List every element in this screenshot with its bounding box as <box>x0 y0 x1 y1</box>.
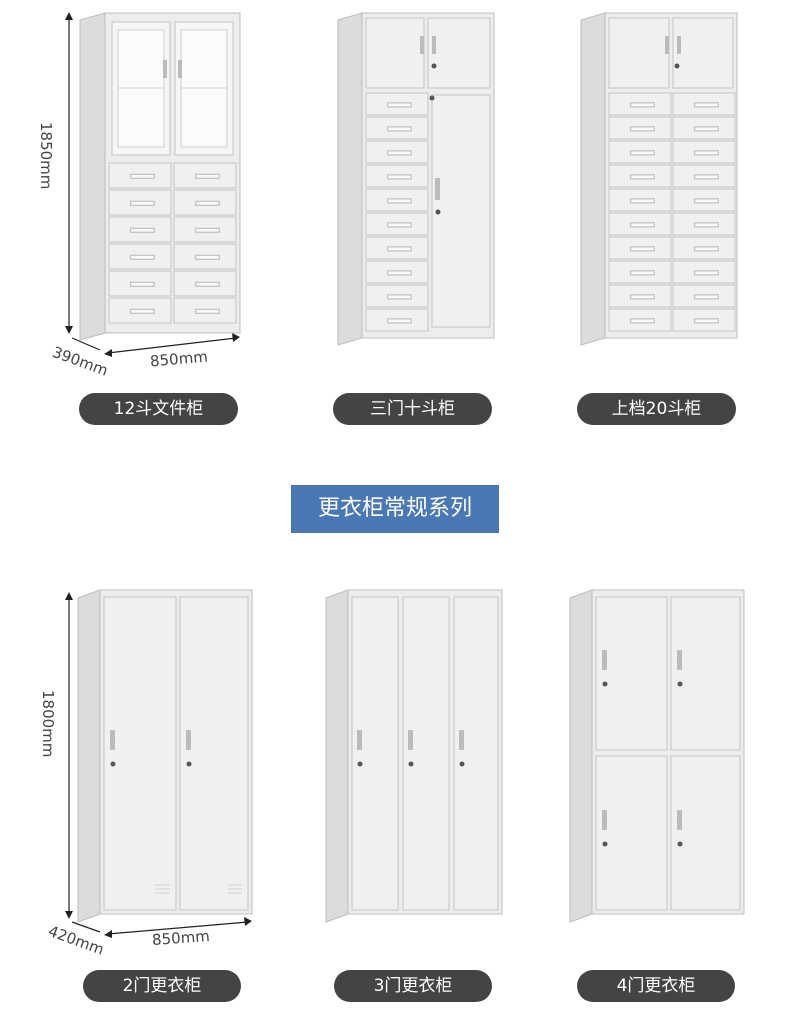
drawer-handle <box>195 281 220 287</box>
drawer-handle <box>630 150 655 156</box>
label-upper-20-drawer-cabinet: 上档20斗柜 <box>577 393 736 425</box>
drawer-handle <box>694 270 719 276</box>
drawer-handle <box>387 246 412 252</box>
drawer-handle <box>387 222 412 228</box>
drawer-handle <box>630 174 655 180</box>
drawer-handle <box>694 222 719 228</box>
drawer-handle <box>694 150 719 156</box>
drawer-handle <box>630 270 655 276</box>
drawer-handle <box>130 173 155 179</box>
drawer-handle <box>387 102 412 108</box>
drawer-handle <box>694 174 719 180</box>
drawer-handle <box>694 126 719 132</box>
drawer-front <box>173 270 237 297</box>
drawer-handle <box>694 246 719 252</box>
drawer-handle <box>130 254 155 260</box>
drawer-handle <box>630 318 655 324</box>
drawer-handle <box>387 294 412 300</box>
drawer-handle <box>694 294 719 300</box>
label-4-door-locker: 4门更衣柜 <box>577 970 735 1002</box>
drawer-handle <box>694 102 719 108</box>
drawer-handle <box>387 198 412 204</box>
drawer-handle <box>130 227 155 233</box>
section-title-locker-series: 更衣柜常规系列 <box>291 485 499 533</box>
drawer-handle <box>630 198 655 204</box>
drawer-handle <box>195 308 220 314</box>
drawer-handle <box>387 150 412 156</box>
label-3-door-locker: 3门更衣柜 <box>334 970 492 1002</box>
drawer-handle <box>694 198 719 204</box>
drawer-handle <box>130 200 155 206</box>
drawer-handle <box>387 270 412 276</box>
drawer-handle <box>387 126 412 132</box>
drawer-handle <box>130 281 155 287</box>
label-2-door-locker: 2门更衣柜 <box>83 970 241 1002</box>
drawer-handle <box>630 294 655 300</box>
drawer-handle <box>694 318 719 324</box>
drawer-handle <box>130 308 155 314</box>
drawer-handle <box>195 200 220 206</box>
drawer-handle <box>387 174 412 180</box>
drawer-handle <box>195 227 220 233</box>
drawer-handle <box>387 318 412 324</box>
drawer-handle <box>195 173 220 179</box>
label-12-drawer-file-cabinet: 12斗文件柜 <box>79 393 238 425</box>
label-3-door-10-drawer-cabinet: 三门十斗柜 <box>333 393 492 425</box>
drawer-handle <box>630 102 655 108</box>
drawer-front <box>173 243 237 270</box>
drawer-handle <box>195 254 220 260</box>
drawer-handle <box>630 246 655 252</box>
drawer-handle <box>630 222 655 228</box>
drawer-handle <box>630 126 655 132</box>
